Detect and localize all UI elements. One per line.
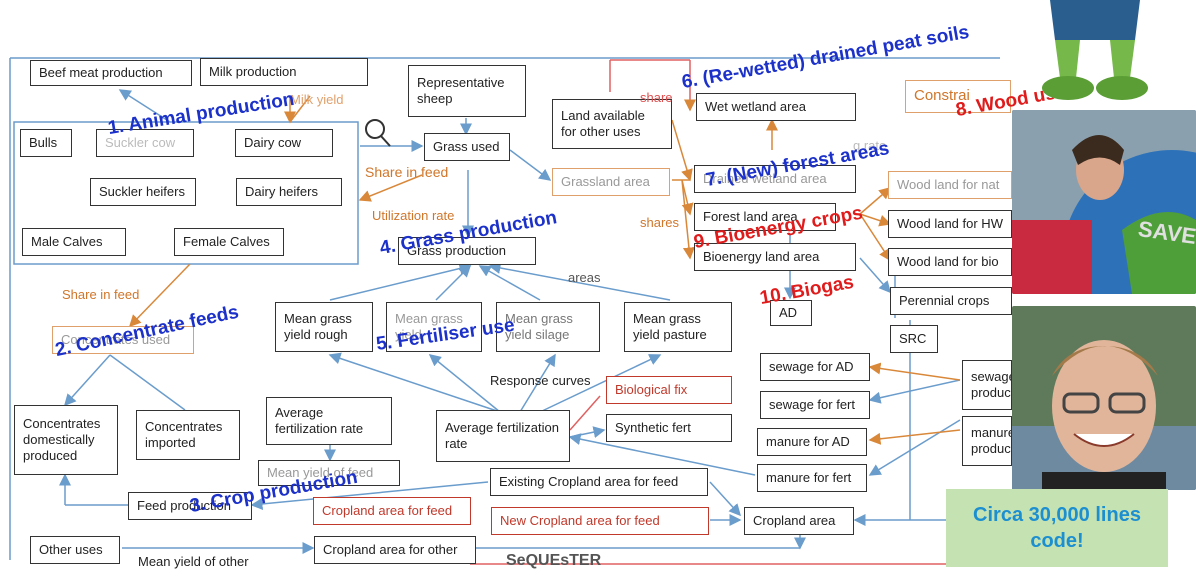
- manure-production-box: manure production: [962, 416, 1012, 466]
- src-box: SRC: [890, 325, 938, 353]
- wet-wetland-area-box: Wet wetland area: [696, 93, 856, 121]
- concentrates-used-box: Concentrates used: [52, 326, 194, 354]
- beef-meat-production-box: Beef meat production: [30, 60, 192, 86]
- synthetic-fert-box: Synthetic fert: [606, 414, 732, 442]
- grass-used-box: Grass used: [424, 133, 510, 161]
- new-cropland-feed-box: New Cropland area for feed: [491, 507, 709, 535]
- feed-production-box: Feed production: [128, 492, 252, 520]
- magnifier-icon: [365, 119, 391, 147]
- biological-fix-box: Biological fix: [606, 376, 732, 404]
- mean-grass-yield-silage-box: Mean grass yield silage: [496, 302, 600, 352]
- grassland-area-box: Grassland area: [552, 168, 670, 196]
- female-calves-box: Female Calves: [174, 228, 284, 256]
- concentrates-domestic-box: Concentrates domestically produced: [14, 405, 118, 475]
- other-uses-box: Other uses: [30, 536, 120, 564]
- manure-for-ad-box: manure for AD: [757, 428, 867, 456]
- wood-land-nat-box: Wood land for nat: [888, 171, 1012, 199]
- sewage-production-box: sewage production: [962, 360, 1012, 410]
- response-curves-label: Response curves: [490, 373, 591, 388]
- male-calves-box: Male Calves: [22, 228, 126, 256]
- code-lines-callout: Circa 30,000 lines code!: [946, 489, 1168, 567]
- manure-for-fert-box: manure for fert: [757, 464, 867, 492]
- cropland-area-feed-box: Cropland area for feed: [313, 497, 471, 525]
- constraints-box: Constrai: [905, 80, 1011, 113]
- share-in-feed-label-1: Share in feed: [365, 164, 449, 180]
- ad-box: AD: [770, 300, 812, 326]
- wood-land-bio-box: Wood land for bio: [888, 248, 1012, 276]
- mean-yield-other-label: Mean yield of other: [138, 554, 249, 569]
- cropland-area-box: Cropland area: [744, 507, 854, 535]
- concentrates-imported-box: Concentrates imported: [136, 410, 240, 460]
- share-top-label: share: [640, 90, 673, 105]
- existing-cropland-feed-box: Existing Cropland area for feed: [490, 468, 708, 496]
- sewage-for-fert-box: sewage for fert: [760, 391, 870, 419]
- forest-land-area-box: Forest land area: [694, 203, 836, 231]
- person-photo-smiling: [1012, 306, 1196, 490]
- shares-label: shares: [640, 215, 680, 230]
- dairy-cow-box: Dairy cow: [235, 129, 333, 157]
- mean-yield-of-feed-box: Mean yield of feed: [258, 460, 400, 486]
- cartoon-character-image: [1030, 0, 1160, 108]
- mean-grass-yield-box: Mean grass yield: [386, 302, 482, 352]
- share-in-feed-label-2: Share in feed: [62, 287, 140, 302]
- g-rate-label: g rate: [853, 138, 887, 153]
- areas-label: areas: [568, 270, 601, 285]
- grass-production-box: Grass production: [398, 237, 536, 265]
- dairy-heifers-box: Dairy heifers: [236, 178, 342, 206]
- bulls-box: Bulls: [20, 129, 72, 157]
- suckler-cow-box: Suckler cow: [96, 129, 194, 157]
- person-photo-save-banner: SAVE: [1012, 110, 1196, 294]
- average-fertilization-rate-center-box: Average fertilization rate: [436, 410, 570, 462]
- bioenergy-land-area-box: Bioenergy land area: [694, 243, 856, 271]
- representative-sheep-box: Representative sheep: [408, 65, 526, 117]
- sewage-for-ad-box: sewage for AD: [760, 353, 870, 381]
- cropland-area-other-box: Cropland area for other: [314, 536, 476, 564]
- average-fertilization-rate-left-box: Average fertilization rate: [266, 397, 392, 445]
- wood-land-hw-box: Wood land for HW: [888, 210, 1012, 238]
- mean-grass-yield-rough-box: Mean grass yield rough: [275, 302, 373, 352]
- mean-grass-yield-pasture-box: Mean grass yield pasture: [624, 302, 732, 352]
- land-available-box: Land available for other uses: [552, 99, 672, 149]
- perennial-crops-box: Perennial crops: [890, 287, 1012, 315]
- footer-title: SeQUEsTER: [506, 552, 602, 569]
- milk-production-box: Milk production: [200, 58, 368, 86]
- suckler-heifers-box: Suckler heifers: [90, 178, 196, 206]
- utilization-rate-label: Utilization rate: [372, 208, 455, 223]
- milk-yield-label: Milk yield: [290, 92, 344, 107]
- drained-wetland-area-box: Drained wetland area: [694, 165, 856, 193]
